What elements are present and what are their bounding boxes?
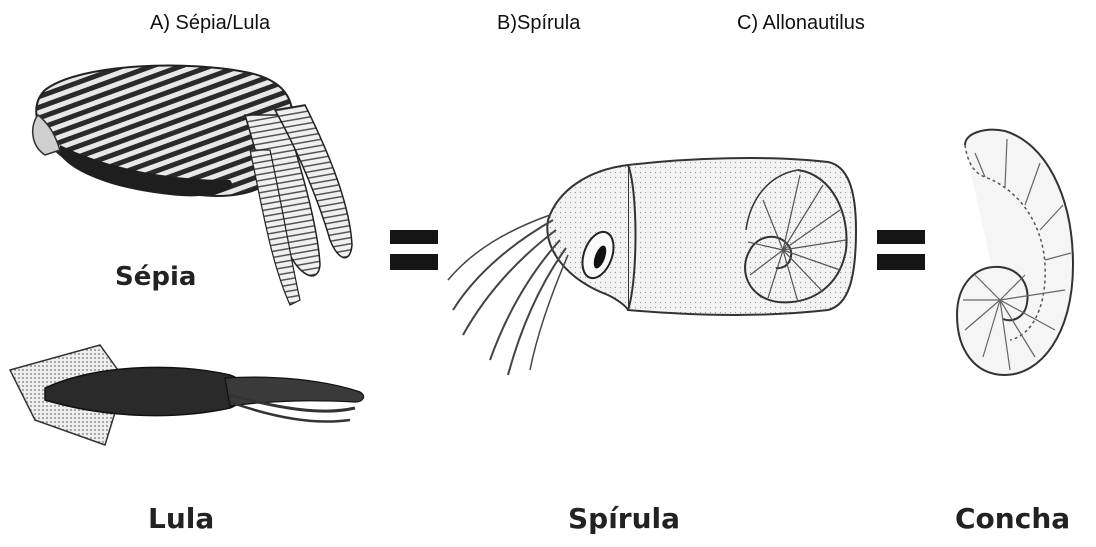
- label-spirula: Spírula: [568, 502, 680, 535]
- label-lula: Lula: [148, 502, 214, 535]
- equals-sign-left: [390, 226, 438, 274]
- caption-b: B)Spírula: [497, 12, 580, 35]
- label-concha: Concha: [955, 502, 1070, 535]
- concha-illustration: [945, 125, 1080, 385]
- label-sepia: Sépia: [115, 262, 196, 292]
- lula-illustration: [5, 340, 375, 450]
- spirula-illustration: [438, 130, 858, 410]
- equals-sign-right: [877, 226, 925, 274]
- caption-a: A) Sépia/Lula: [150, 12, 270, 35]
- caption-c: C) Allonautilus: [737, 12, 865, 35]
